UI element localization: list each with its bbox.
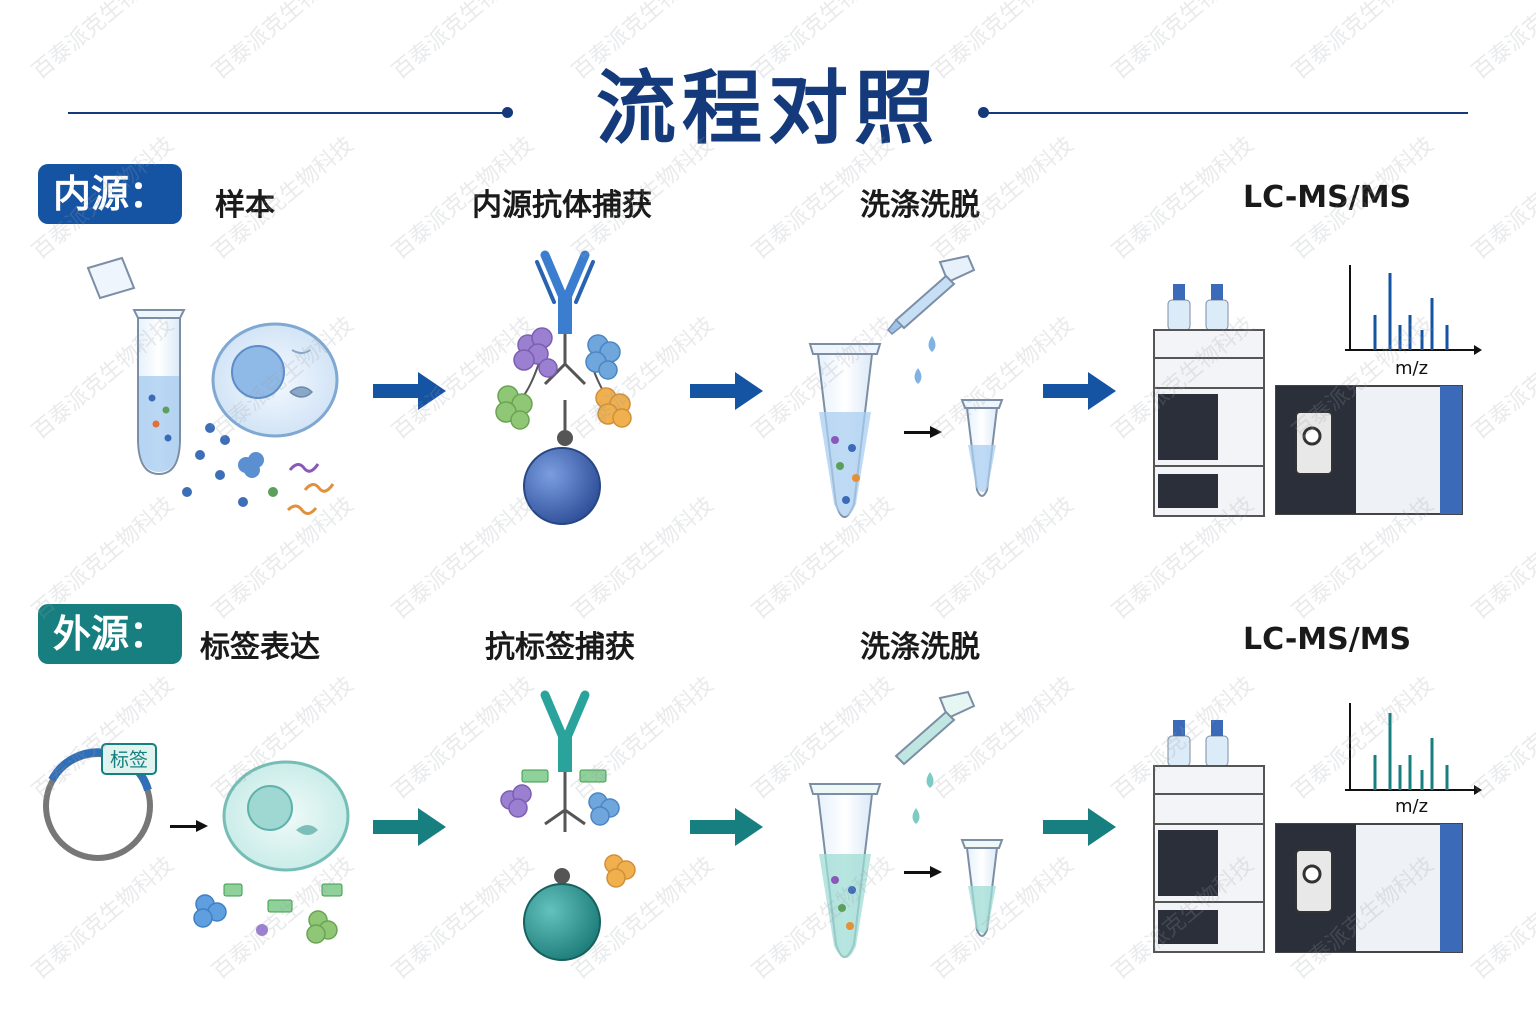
- protein-purple-icon: [513, 327, 558, 378]
- wash-pipette-icon: [894, 690, 976, 824]
- collection-tube-icon: [960, 839, 1004, 937]
- exo-step-wash-label: 洗涤洗脱: [860, 630, 980, 665]
- sample-tube-icon: [86, 256, 186, 476]
- tagged-proteins-icon: [193, 883, 343, 944]
- endo-step-sample-label: 样本: [215, 188, 275, 223]
- wash-tube-icon: [808, 783, 882, 958]
- flow-arrow-icon: [373, 808, 446, 846]
- cell-icon: [211, 322, 339, 438]
- lc-instrument-icon: [1153, 720, 1265, 953]
- title-divider-right: [985, 112, 1468, 114]
- title-divider-left-dot: [502, 107, 513, 118]
- small-arrow-icon: [904, 426, 942, 438]
- protein-orange-icon: [595, 387, 632, 428]
- title-bar: 流程对照: [0, 22, 1536, 155]
- flow-arrow-icon: [1043, 808, 1116, 846]
- antibody-bead-icon: [495, 250, 632, 525]
- small-arrow-icon: [170, 820, 208, 832]
- exo-step-lcms-label: LC-MS/MS: [1243, 622, 1412, 657]
- tag-label: 标签: [110, 749, 148, 771]
- exo-step-capture-label: 抗标签捕获: [485, 630, 635, 665]
- protein-green-icon: [495, 385, 533, 430]
- mass-spectrum-icon: m/z: [1345, 703, 1482, 817]
- proteins-scattered-icon: [182, 423, 335, 515]
- flow-arrow-icon: [690, 808, 763, 846]
- mz-axis-label: m/z: [1395, 796, 1428, 817]
- plasmid-icon: 标签: [43, 743, 157, 861]
- wash-tube-icon: [808, 343, 882, 518]
- title-divider-left: [68, 112, 508, 114]
- endo-step-lcms-label: LC-MS/MS: [1243, 180, 1412, 215]
- title-divider-right-dot: [978, 107, 989, 118]
- flow-arrow-icon: [373, 372, 446, 410]
- flow-arrow-icon: [1043, 372, 1116, 410]
- small-arrow-icon: [904, 866, 942, 878]
- mz-axis-label: m/z: [1395, 358, 1428, 379]
- cell-icon: [222, 760, 350, 872]
- protein-blue-icon: [585, 334, 621, 380]
- exogenous-badge: 外源：: [38, 604, 182, 664]
- endo-step-capture-label: 内源抗体捕获: [472, 188, 652, 223]
- page-title: 流程对照: [596, 62, 940, 155]
- endo-step-wash-label: 洗涤洗脱: [860, 188, 980, 223]
- collection-tube-icon: [960, 399, 1004, 497]
- lc-instrument-icon: [1153, 284, 1265, 517]
- flow-arrow-icon: [690, 372, 763, 410]
- endogenous-badge: 内源：: [38, 164, 182, 224]
- exo-step-tag-label: 标签表达: [200, 630, 320, 665]
- anti-tag-antibody-bead-icon: [500, 690, 636, 961]
- mass-spectrum-icon: m/z: [1345, 265, 1482, 379]
- wash-pipette-icon: [886, 254, 976, 384]
- ms-instrument-icon: [1275, 823, 1463, 953]
- ms-instrument-icon: [1275, 385, 1463, 515]
